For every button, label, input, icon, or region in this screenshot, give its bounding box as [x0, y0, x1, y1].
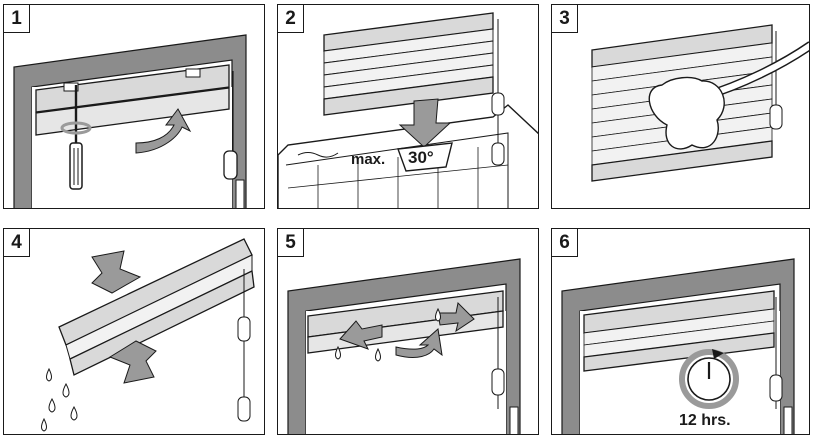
- blind-bottomrail: [591, 140, 773, 182]
- water-spray: [648, 76, 725, 150]
- step-4-number: 4: [4, 229, 30, 257]
- cord-handle: [769, 374, 783, 402]
- bracket-left: [63, 82, 79, 92]
- blind-bottomrail: [69, 270, 255, 376]
- water-droplets: [335, 307, 441, 362]
- temperature-tub-icon: [397, 142, 453, 172]
- temperature-value: 30°: [408, 148, 434, 167]
- cord-handle-upper: [237, 316, 251, 342]
- cord-handle: [491, 368, 505, 396]
- step-6-illustration: [561, 258, 795, 434]
- step-6-number: 6: [552, 229, 578, 257]
- step-3-illustration: [591, 24, 809, 182]
- cord-handle: [769, 104, 783, 130]
- blind-headrail: [35, 64, 230, 113]
- rotate-arrow: [135, 108, 192, 154]
- press-arrow-bottom: [108, 340, 157, 384]
- cord-handle: [223, 150, 238, 180]
- water-surface: [297, 152, 339, 158]
- step-5-panel: 5: [277, 228, 539, 435]
- step-3-panel: 3: [551, 4, 810, 209]
- window-handle: [783, 406, 793, 434]
- step-5-number: 5: [278, 229, 304, 257]
- blind-pleats-folded: [65, 254, 253, 360]
- step-2-illustration: [278, 12, 538, 208]
- press-arrow-top: [91, 250, 142, 294]
- screwdriver-icon: [60, 85, 92, 190]
- blind-bottomrail: [583, 332, 775, 372]
- step-1-panel: 1: [3, 4, 265, 209]
- down-arrow: [398, 98, 452, 148]
- blind-bottomrail: [323, 76, 494, 116]
- duration-label: 12 hrs.: [679, 412, 731, 429]
- swing-arrow: [395, 328, 443, 358]
- bracket-right: [185, 68, 201, 78]
- step-1-number: 1: [4, 5, 30, 33]
- tile-lines: [287, 147, 509, 208]
- cord-handle-lower: [237, 396, 251, 422]
- blind-pleats: [323, 28, 494, 100]
- step-4-panel: 4: [3, 228, 265, 435]
- step-6-panel: 6 12 hrs.: [551, 228, 810, 435]
- window-handle: [509, 406, 519, 434]
- step-5-illustration: [287, 258, 521, 434]
- step-2-panel: 2 max. 30°: [277, 4, 539, 209]
- max-label: max.: [351, 151, 386, 168]
- window-handle: [235, 179, 245, 208]
- step-2-number: 2: [278, 5, 304, 33]
- push-arrow-left: [339, 320, 383, 350]
- step-3-number: 3: [552, 5, 578, 33]
- cord-handle-lower: [491, 142, 505, 166]
- water-droplets: [41, 367, 78, 432]
- clock-icon: [679, 349, 739, 409]
- step-4-illustration: [41, 238, 255, 432]
- cord-handle-upper: [491, 92, 505, 116]
- step-1-illustration: [13, 34, 247, 208]
